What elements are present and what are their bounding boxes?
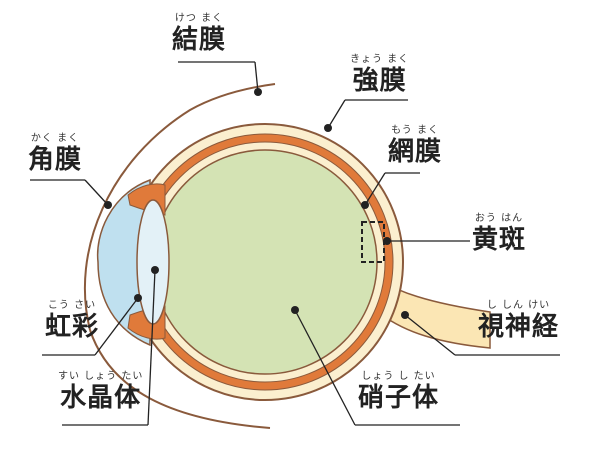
text-iris: 虹彩 bbox=[45, 312, 100, 342]
dot-vitreous bbox=[291, 306, 299, 314]
dot-cornea bbox=[104, 201, 112, 209]
leader-cornea-b bbox=[84, 179, 109, 206]
label-cornea: かく まく 角膜 bbox=[28, 133, 83, 175]
leader-conjunctiva-b bbox=[254, 61, 259, 93]
leader-iris bbox=[94, 297, 139, 356]
label-retina: もう まく 網膜 bbox=[388, 125, 443, 167]
dot-macula bbox=[383, 237, 391, 245]
leader-sclera-b bbox=[327, 99, 346, 129]
text-macula: 黄斑 bbox=[472, 225, 527, 255]
text-retina: 網膜 bbox=[388, 137, 443, 167]
leader-vitreous bbox=[294, 309, 356, 426]
conjunctiva-membrane bbox=[83, 83, 276, 331]
ruby-conjunctiva: けつ まく bbox=[174, 13, 224, 24]
ruby-cornea: かく まく bbox=[30, 133, 80, 144]
ruby-macula: おう はん bbox=[474, 213, 524, 224]
dot-optic bbox=[401, 311, 409, 319]
vitreous-body bbox=[152, 149, 378, 375]
dot-retina bbox=[361, 201, 369, 209]
ruby-vitreous: しょう し たい bbox=[361, 371, 436, 382]
text-cornea: 角膜 bbox=[28, 145, 83, 175]
label-macula: おう はん 黄斑 bbox=[472, 213, 527, 255]
label-optic-nerve: し しん けい 視神経 bbox=[478, 300, 560, 342]
text-optic-nerve: 視神経 bbox=[478, 312, 560, 342]
leader-optic bbox=[404, 314, 456, 356]
leader-dots bbox=[104, 88, 409, 319]
ruby-retina: もう まく bbox=[391, 125, 439, 136]
label-lens: すい しょう たい 水晶体 bbox=[58, 371, 144, 413]
label-conjunctiva: けつ まく 結膜 bbox=[172, 13, 227, 55]
conjunctiva-membrane-lower bbox=[89, 329, 271, 429]
label-iris: こう さい 虹彩 bbox=[45, 300, 100, 342]
dot-iris bbox=[134, 294, 142, 302]
ruby-iris: こう さい bbox=[47, 300, 97, 311]
ruby-lens: すい しょう たい bbox=[58, 371, 144, 382]
text-conjunctiva: 結膜 bbox=[172, 25, 227, 55]
text-sclera: 強膜 bbox=[352, 66, 407, 96]
text-vitreous: 硝子体 bbox=[358, 383, 440, 413]
ruby-optic-nerve: し しん けい bbox=[486, 300, 551, 311]
leader-lens bbox=[147, 269, 156, 426]
dot-conjunctiva bbox=[254, 88, 262, 96]
dot-sclera bbox=[324, 124, 332, 132]
text-lens: 水晶体 bbox=[60, 383, 142, 413]
dot-lens bbox=[151, 266, 159, 274]
label-vitreous: しょう し たい 硝子体 bbox=[358, 371, 440, 413]
leader-retina-b bbox=[364, 172, 386, 206]
leader-lines bbox=[30, 61, 560, 426]
label-sclera: きょう まく 強膜 bbox=[350, 54, 410, 96]
ruby-sclera: きょう まく bbox=[350, 54, 410, 65]
cornea bbox=[96, 178, 151, 347]
